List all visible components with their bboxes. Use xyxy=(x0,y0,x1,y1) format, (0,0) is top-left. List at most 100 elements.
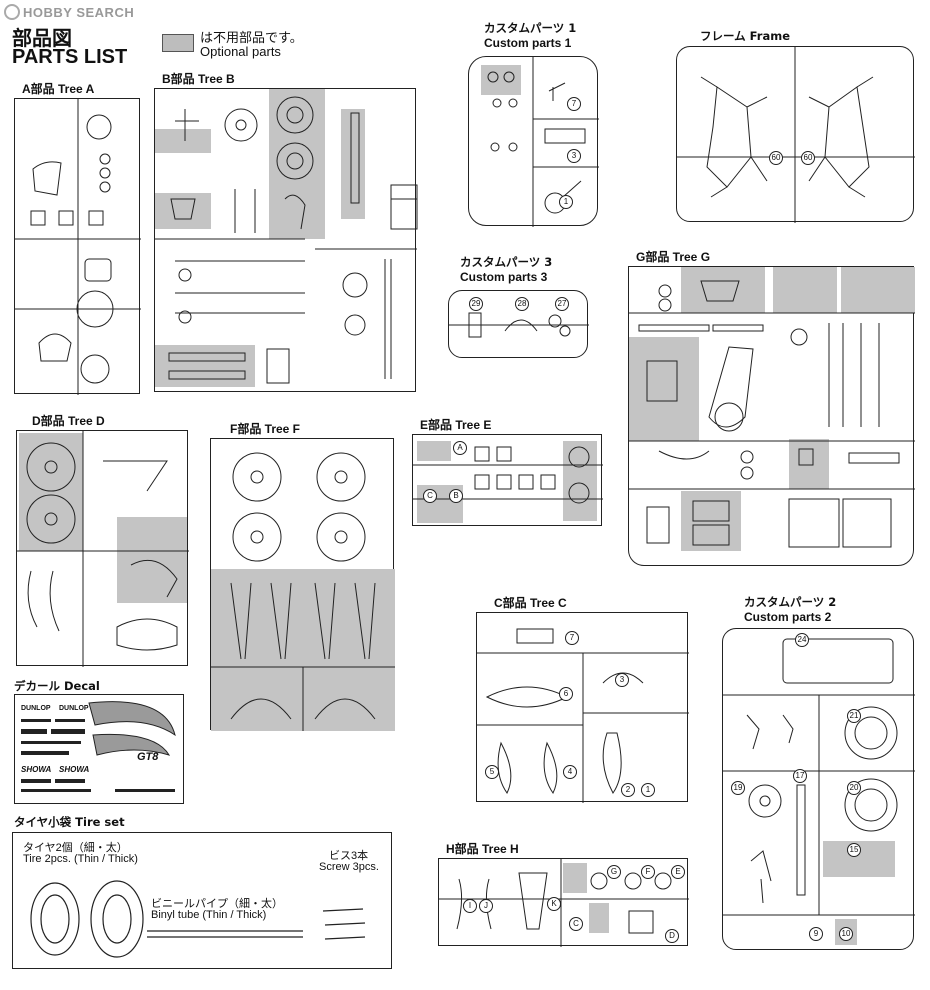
custom-2-label-jp: カスタムパーツ 2 xyxy=(744,595,837,609)
part-number: 3 xyxy=(567,149,581,163)
frame-sprue: 60 60 xyxy=(676,46,915,223)
part-number: I xyxy=(463,899,477,913)
optional-area xyxy=(117,517,187,603)
custom-2-parts xyxy=(723,638,915,916)
part-number: G xyxy=(607,865,621,879)
optional-area xyxy=(789,439,829,489)
tree-e-label: E部品 Tree E xyxy=(420,418,492,432)
part-number: 5 xyxy=(485,765,499,779)
part-number: E xyxy=(671,865,685,879)
part-number: 3 xyxy=(615,673,629,687)
part-number: 9 xyxy=(809,927,823,941)
part-number: 2 xyxy=(621,783,635,797)
part-number: A xyxy=(453,441,467,455)
optional-area xyxy=(155,345,255,387)
custom-3-parts xyxy=(449,312,589,338)
tree-e-sprue: A B C xyxy=(412,434,603,526)
tree-b-label: B部品 Tree B xyxy=(162,72,235,86)
optional-area xyxy=(681,267,765,313)
part-number: C xyxy=(569,917,583,931)
tree-f-sprue xyxy=(210,438,395,731)
watermark: HOBBY SEARCH xyxy=(4,4,134,20)
tire-text: Tire 2pcs. (Thin / Thick) xyxy=(23,853,138,865)
decal-text: SHOWA xyxy=(21,765,52,774)
tube-text-jp: ビニールパイプ（細・太） xyxy=(151,898,283,910)
part-number: 60 xyxy=(801,151,815,165)
tree-a-sprue xyxy=(14,98,141,395)
tree-f-parts xyxy=(211,452,395,731)
decal-text: SHOWA xyxy=(59,765,90,774)
optional-area xyxy=(481,65,521,95)
optional-area xyxy=(155,129,211,153)
custom-3-label-jp: カスタムパーツ 3 xyxy=(460,255,553,269)
optional-area xyxy=(563,441,597,521)
frame-label: フレーム Frame xyxy=(700,29,790,43)
tree-d-parts xyxy=(17,431,189,667)
tree-g-sprue xyxy=(628,266,915,566)
optional-area xyxy=(341,109,365,219)
custom-1-label: Custom parts 1 xyxy=(484,36,572,50)
screw-text: Screw 3pcs. xyxy=(319,861,379,873)
decal-sheet: DUNLOP DUNLOP SHOWA SHOWA GT8 xyxy=(14,694,184,804)
custom-3-label: Custom parts 3 xyxy=(460,270,548,284)
part-number: 17 xyxy=(793,769,807,783)
logo-icon xyxy=(4,4,20,20)
optional-area xyxy=(417,441,451,461)
optional-area xyxy=(841,267,915,313)
part-number: J xyxy=(479,899,493,913)
part-number: 7 xyxy=(565,631,579,645)
optional-area xyxy=(773,267,837,313)
frame-parts xyxy=(677,47,915,223)
custom-1-sprue: 7 3 1 xyxy=(468,56,599,227)
tree-h-label: H部品 Tree H xyxy=(446,842,519,856)
tree-e-parts xyxy=(413,446,603,504)
optional-area xyxy=(19,433,83,551)
optional-area xyxy=(269,89,325,239)
part-number: 27 xyxy=(555,297,569,311)
legend-text: Optional parts xyxy=(200,44,281,59)
optional-area xyxy=(563,863,587,893)
part-number: 29 xyxy=(469,297,483,311)
part-number: 20 xyxy=(847,781,861,795)
tree-h-parts xyxy=(439,859,689,947)
part-number: 60 xyxy=(769,151,783,165)
decal-label: デカール Decal xyxy=(14,679,100,693)
tireset-label: タイヤ小袋 Tire set xyxy=(14,815,125,829)
tree-g-label: G部品 Tree G xyxy=(636,250,711,264)
part-number: 24 xyxy=(795,633,809,647)
part-number: 19 xyxy=(731,781,745,795)
tube-text: Binyl tube (Thin / Thick) xyxy=(151,909,267,921)
tireset-box: タイヤ2個（細・太） Tire 2pcs. (Thin / Thick) ビニー… xyxy=(12,832,392,969)
tree-d-sprue xyxy=(16,430,189,667)
decal-text: DUNLOP xyxy=(59,705,89,712)
tire-text-jp: タイヤ2個（細・太） xyxy=(23,842,128,854)
decal-text: DUNLOP xyxy=(21,705,51,712)
optional-area xyxy=(589,903,609,933)
decal-graphics xyxy=(21,701,176,792)
tree-a-parts xyxy=(15,99,141,395)
tree-c-sprue: 7 6 3 5 4 2 1 xyxy=(476,612,689,803)
part-number: B xyxy=(449,489,463,503)
part-number: 10 xyxy=(839,927,853,941)
tree-d-label: D部品 Tree D xyxy=(32,414,105,428)
custom-3-sprue: 29 28 27 xyxy=(448,290,589,358)
tree-a-label: A部品 Tree A xyxy=(22,82,95,96)
watermark-text: HOBBY SEARCH xyxy=(23,5,135,20)
page-title-jp: 部品図 xyxy=(12,26,72,50)
tree-b-sprue xyxy=(154,88,418,392)
tireset-parts xyxy=(30,880,366,958)
part-number: C xyxy=(423,489,437,503)
optional-area xyxy=(629,337,699,441)
custom-2-label: Custom parts 2 xyxy=(744,610,832,624)
part-number: 21 xyxy=(847,709,861,723)
part-number: 1 xyxy=(641,783,655,797)
part-number: 15 xyxy=(847,843,861,857)
part-number: 6 xyxy=(559,687,573,701)
tree-f-label: F部品 Tree F xyxy=(230,422,301,436)
tree-g-parts xyxy=(629,280,915,548)
part-number: K xyxy=(547,897,561,911)
part-number: 7 xyxy=(567,97,581,111)
page-title: PARTS LIST xyxy=(12,46,128,68)
part-number: 1 xyxy=(559,195,573,209)
custom-1-parts xyxy=(487,57,599,227)
